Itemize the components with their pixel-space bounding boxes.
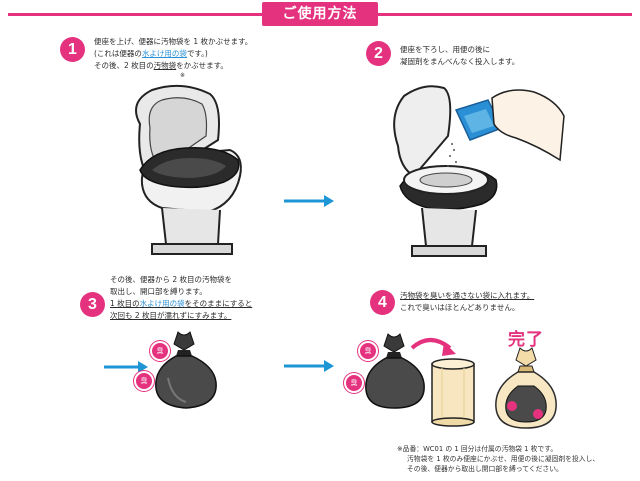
arrow-right-icon — [284, 360, 334, 372]
toilet-with-bag-illustration — [135, 84, 242, 255]
step-4-line-2: これで臭いはほとんどありません。 — [400, 303, 520, 312]
sealed-odor-proof-bag-illustration — [495, 347, 557, 429]
tied-bag-illustration — [155, 331, 217, 409]
step-4-number: 4 — [370, 290, 395, 315]
arrow-right-icon — [284, 195, 334, 207]
step-4-text: 汚物袋を臭いを通さない袋に入れます。 これで臭いはほとんどありません。 — [400, 290, 534, 314]
arrow-right-icon — [104, 361, 148, 373]
step-2-line-1: 便座を下ろし、用便の後に — [400, 45, 490, 54]
step-2-text: 便座を下ろし、用便の後に 凝固剤をまんべんなく投入します。 — [400, 44, 519, 68]
step-1-text: 便座を上げ、便器に汚物袋を 1 枚かぶせます。 (これは便器の水よけ用の袋です。… — [94, 36, 252, 79]
footnote-line-1: ※品番：WC01 の 1 回分は付属の汚物袋 1 枚です。 — [397, 445, 558, 453]
odor-badge: 臭 — [346, 375, 362, 391]
step-3-line-3: 1 枚目の水よけ用の袋をそのままにすると — [110, 299, 253, 308]
step-1-number: 1 — [60, 37, 85, 62]
toilet-with-coagulant-illustration — [393, 85, 565, 257]
step-2-line-2: 凝固剤をまんべんなく投入します。 — [400, 57, 520, 66]
step-4-line-1: 汚物袋を臭いを通さない袋に入れます。 — [400, 291, 535, 300]
step-2-number: 2 — [366, 41, 391, 66]
step-3-line-1: その後、便器から 2 枚目の汚物袋を — [110, 275, 233, 284]
odor-badge: 臭 — [152, 343, 168, 359]
step-3-line-4: 次回も 2 枚目が濡れずにすみます。 — [110, 311, 232, 320]
step-3-number: 3 — [80, 292, 105, 317]
footnote-line-3: その後、便器から取出し開口部を縛ってください。 — [407, 465, 563, 473]
odor-badge: 臭 — [360, 343, 376, 359]
footnote-line-2: 汚物袋を 1 枚のみ便座にかぶせ、用便の後に凝固剤を投入し、 — [407, 455, 600, 463]
step-1-line-3: その後、2 枚目の汚物袋をかぶせます。 — [94, 61, 228, 70]
footnote: ※品番：WC01 の 1 回分は付属の汚物袋 1 枚です。 汚物袋を 1 枚のみ… — [397, 444, 599, 474]
step-1-line-2: (これは便器の水よけ用の袋です。) — [94, 49, 208, 58]
odor-badge: 臭 — [136, 373, 152, 389]
step-1-note-mark: ※ — [180, 72, 186, 79]
tied-bag-illustration — [365, 333, 425, 409]
step-1-line-1: 便座を上げ、便器に汚物袋を 1 枚かぶせます。 — [94, 37, 253, 46]
page-title: ご使用方法 — [262, 2, 378, 26]
done-label: 完了 — [508, 330, 544, 350]
step-3-line-2: 取出し、開口部を縛ります。 — [110, 287, 207, 296]
curved-arrow-icon — [410, 338, 456, 356]
odor-proof-bag-roll-illustration — [431, 358, 475, 427]
step-3-text: その後、便器から 2 枚目の汚物袋を 取出し、開口部を縛ります。 1 枚目の水よ… — [110, 274, 252, 322]
